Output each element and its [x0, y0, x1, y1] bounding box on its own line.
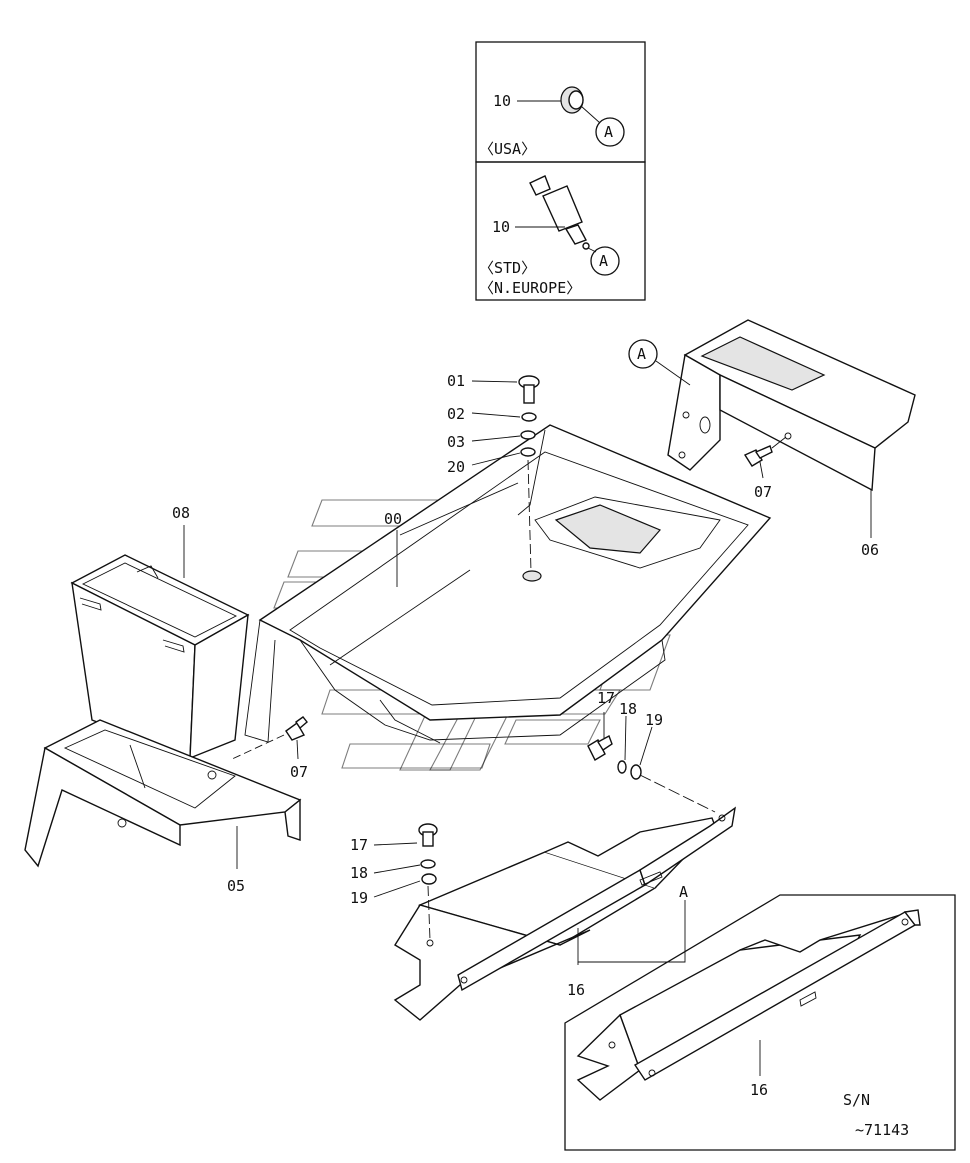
inset-std-part-label: 10 — [492, 218, 510, 236]
callout-01: 01 — [447, 372, 465, 390]
inset-std-region-label-1: 〈STD〉 — [479, 259, 536, 277]
lock-washer-18-icon — [420, 859, 436, 869]
washer-19-icon — [630, 764, 642, 780]
inset-usa-part-label: 10 — [493, 92, 511, 110]
inset-usa-ref-label: A — [604, 123, 613, 141]
serial-range: ~71143 — [855, 1121, 909, 1139]
callout-02: 02 — [447, 405, 465, 423]
inset-std-region-label-2: 〈N.EUROPE〉 — [479, 279, 581, 297]
callout-19-upper: 19 — [645, 711, 663, 729]
storage-box-08 — [70, 554, 250, 760]
callout-00: 00 — [384, 510, 402, 528]
callout-16-variant: 16 — [750, 1081, 768, 1099]
lock-washer-02-icon — [521, 412, 537, 422]
cover-06 — [667, 319, 916, 492]
cigar-lighter-icon — [529, 175, 590, 250]
callout-05: 05 — [227, 877, 245, 895]
callout-ref-a-top: A — [637, 345, 646, 363]
bracket-05 — [24, 719, 302, 868]
inset-std: A 10 〈STD〉 〈N.EUROPE〉 — [475, 161, 646, 301]
washer-03-icon — [520, 430, 536, 440]
callout-19-lower: 19 — [350, 889, 368, 907]
callout-20: 20 — [447, 458, 465, 476]
serial-variant-box: 16 S/N ~71143 — [564, 894, 956, 1151]
callout-16-main: 16 — [567, 981, 585, 999]
reference-circle-a — [628, 339, 658, 369]
washer-20-icon — [520, 447, 536, 457]
callout-08: 08 — [172, 504, 190, 522]
cap-plug-icon — [560, 86, 584, 114]
inset-usa: A 10 〈USA〉 — [475, 41, 646, 163]
screw-07-icon — [285, 716, 308, 741]
inset-usa-region-label: 〈USA〉 — [479, 140, 536, 158]
bolt-17-icon — [418, 823, 438, 847]
console-body — [244, 424, 772, 744]
plate-16-variant — [576, 909, 921, 1101]
plate-16 — [393, 806, 736, 1021]
callout-ref-a-bracket: A — [679, 883, 688, 901]
callout-06: 06 — [861, 541, 879, 559]
bolt-01-icon — [518, 375, 540, 404]
reference-circle-a — [595, 117, 625, 147]
screw-07-icon — [743, 445, 773, 467]
bolt-17-icon — [587, 734, 613, 761]
lock-washer-18-icon — [617, 760, 627, 774]
serial-label: S/N — [843, 1091, 870, 1109]
callout-18-lower: 18 — [350, 864, 368, 882]
reference-circle-a — [590, 246, 620, 276]
callout-03: 03 — [447, 433, 465, 451]
callout-07-left: 07 — [290, 763, 308, 781]
callout-17-upper: 17 — [597, 689, 615, 707]
washer-19-icon — [421, 873, 437, 885]
callout-07-right: 07 — [754, 483, 772, 501]
callout-18-upper: 18 — [619, 700, 637, 718]
inset-std-ref-label: A — [599, 252, 608, 270]
callout-17-lower: 17 — [350, 836, 368, 854]
